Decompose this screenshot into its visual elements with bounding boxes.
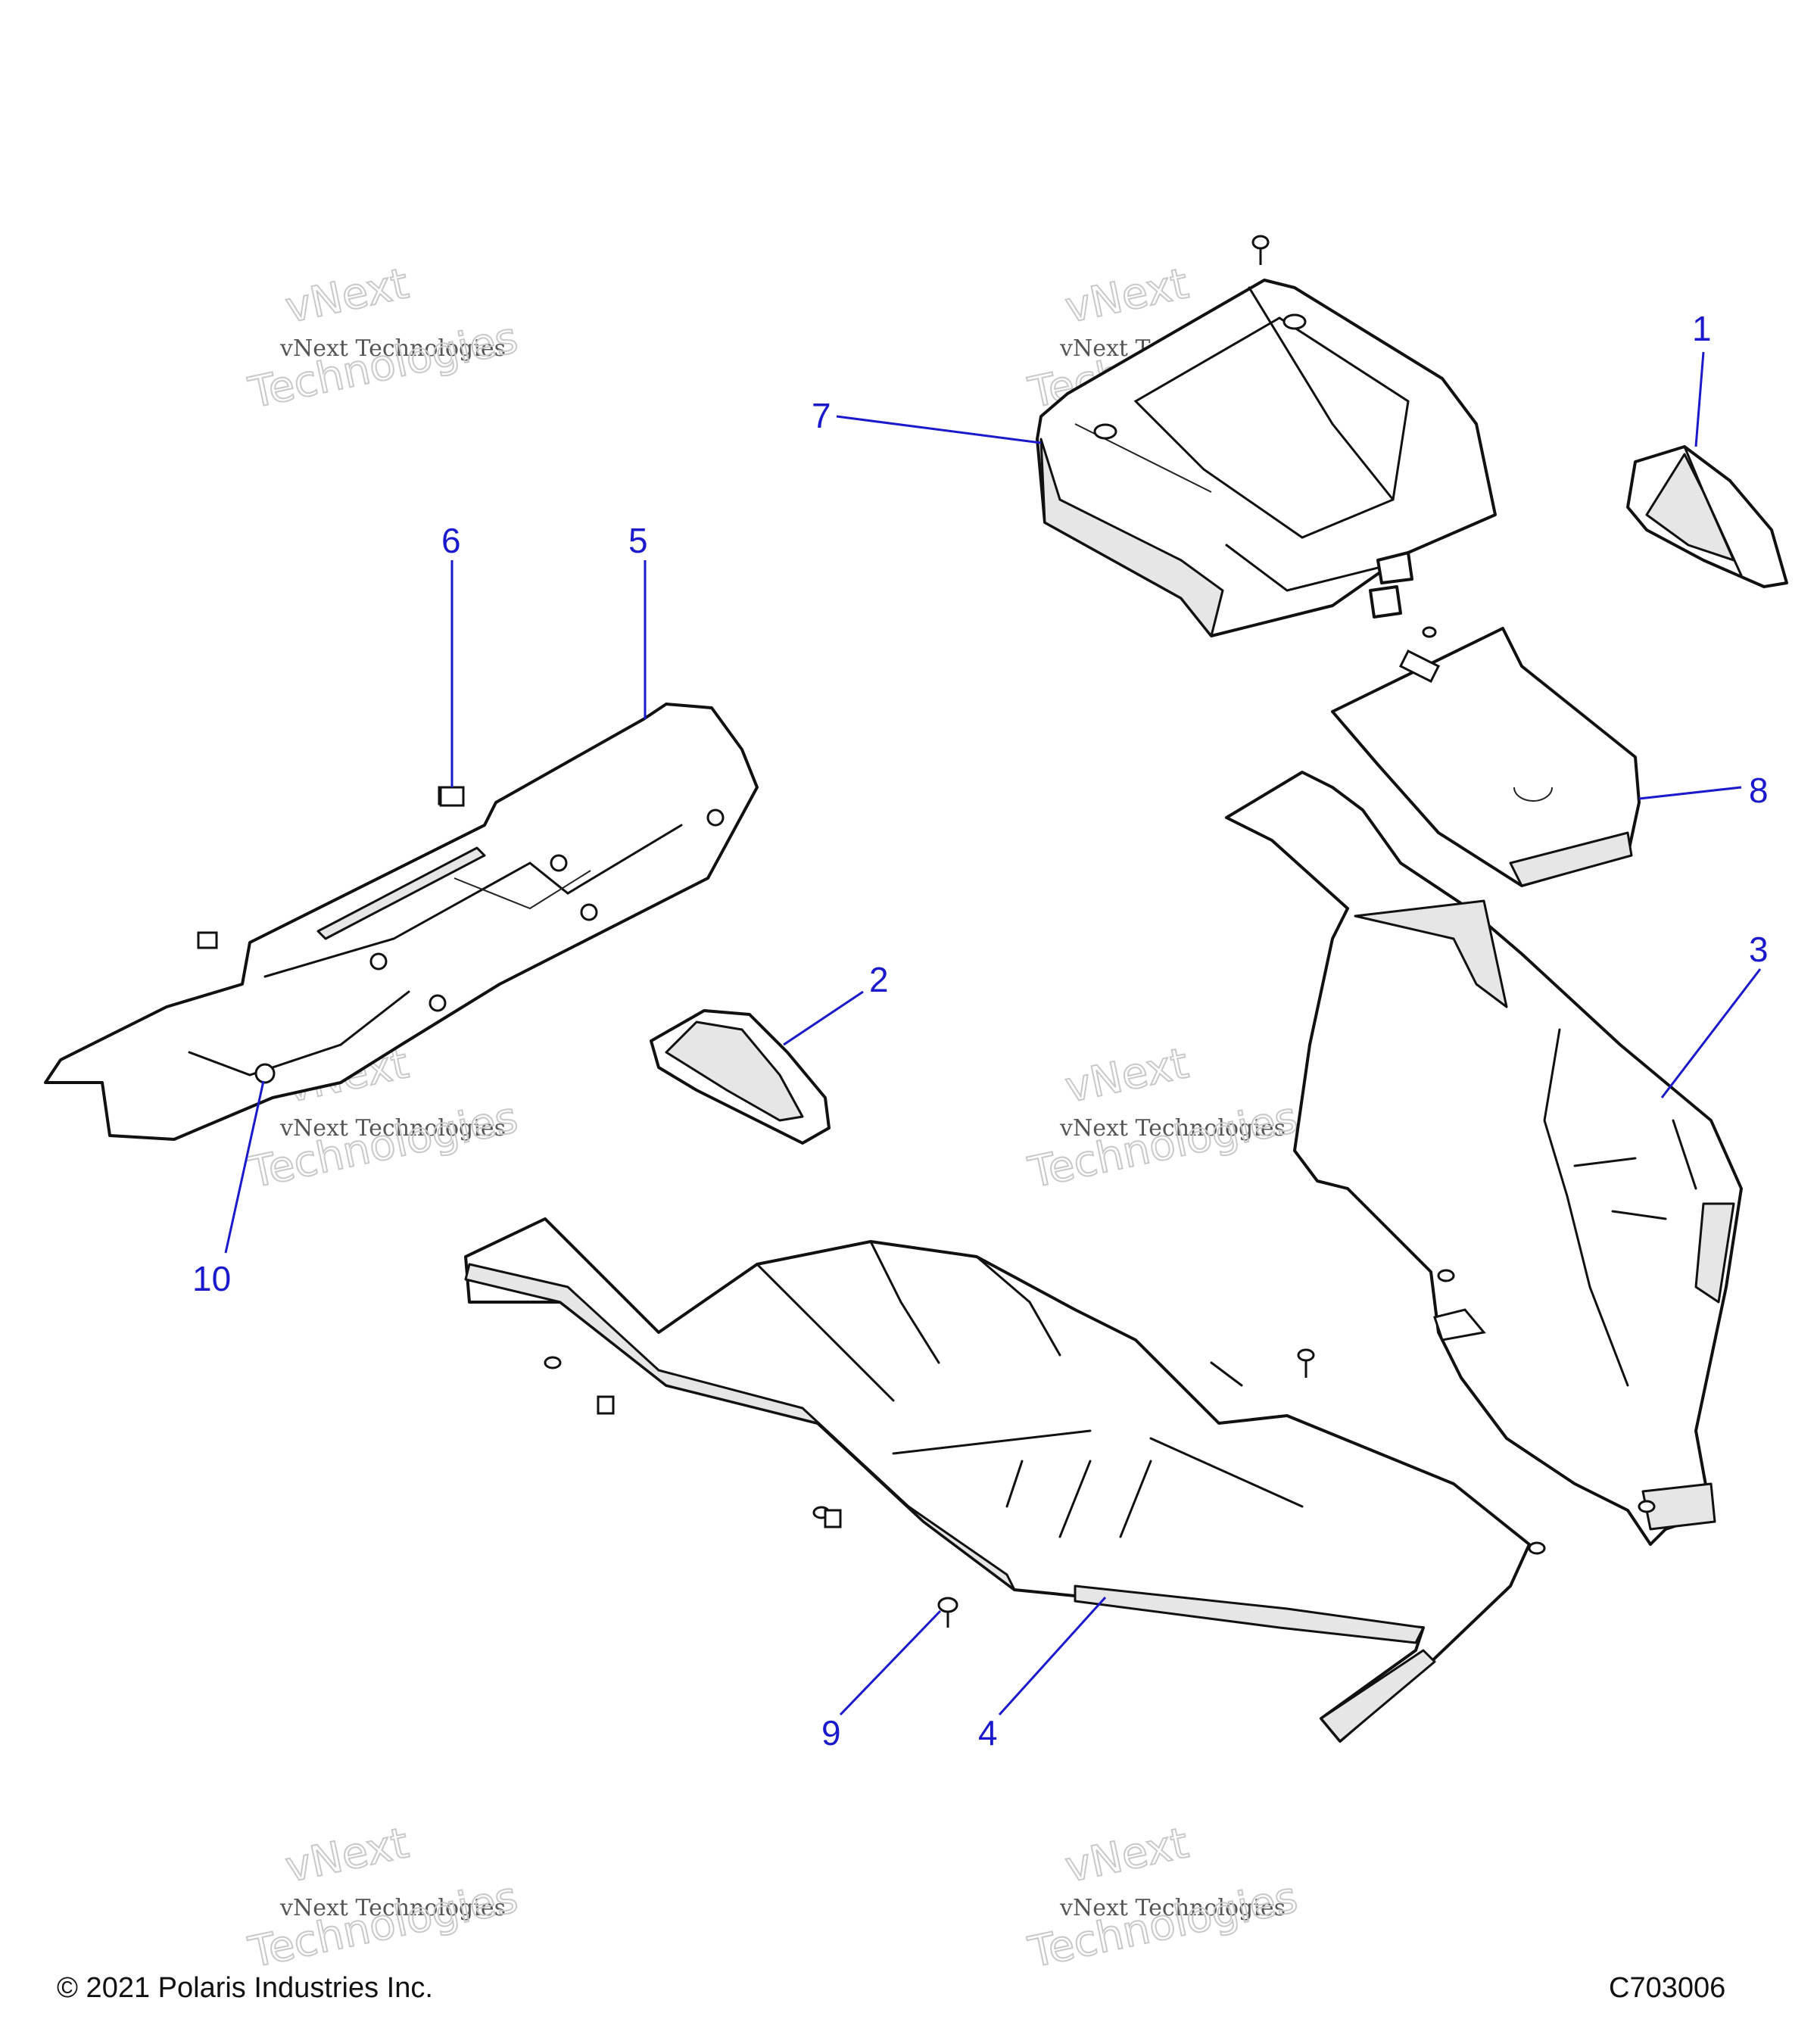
svg-text:Technologies: Technologies: [1024, 1093, 1301, 1198]
leader-4: [998, 1596, 1107, 1716]
leader-9: [839, 1609, 942, 1716]
part-7-hood-panel: [1036, 235, 1497, 637]
leader-lines: [224, 351, 1762, 1716]
watermark-top-left: vNext vNext Technologies Technologies: [244, 258, 522, 419]
part-4-lower-side-panel: [464, 1217, 1546, 1743]
watermark-bottom-left: vNext vNext Technologies Technologies: [244, 1818, 522, 1978]
part-1-duct: [1626, 445, 1788, 588]
callout-7: 7: [812, 396, 831, 435]
callout-5: 5: [628, 521, 648, 560]
svg-text:vNext Technologies: vNext Technologies: [279, 1895, 506, 1921]
svg-text:Technologies: Technologies: [245, 313, 522, 419]
svg-text:vNext: vNext: [1061, 259, 1193, 333]
watermark-mid-center: vNext vNext Technologies Technologies: [1024, 1038, 1302, 1198]
svg-text:vNext: vNext: [282, 1818, 413, 1893]
svg-text:vNext Technologies: vNext Technologies: [1059, 1115, 1286, 1142]
svg-text:Technologies: Technologies: [245, 1873, 522, 1978]
svg-text:Technologies: Technologies: [245, 1093, 522, 1198]
leader-10: [224, 1080, 265, 1254]
callout-9: 9: [821, 1713, 841, 1753]
leader-7: [836, 415, 1042, 444]
callout-3: 3: [1749, 930, 1769, 969]
leader-8: [1638, 786, 1742, 800]
watermark-bottom-center: vNext vNext Technologies Technologies: [1024, 1818, 1302, 1978]
leader-3: [1660, 968, 1762, 1098]
svg-text:vNext Technologies: vNext Technologies: [279, 335, 506, 362]
svg-text:vNext: vNext: [1061, 1818, 1193, 1893]
callout-2: 2: [869, 960, 889, 999]
part-9-fastener: [937, 1597, 958, 1628]
part-2-fender: [650, 1009, 831, 1145]
callouts: 1 2 3 4 5 6 7 8 9 10: [192, 309, 1769, 1753]
svg-text:vNext: vNext: [1061, 1039, 1193, 1113]
leader-2: [783, 990, 864, 1046]
svg-text:vNext: vNext: [282, 259, 413, 333]
part-3-side-body-panel: [1225, 771, 1743, 1546]
svg-text:Technologies: Technologies: [1024, 1873, 1301, 1978]
leader-1: [1694, 351, 1705, 447]
callout-8: 8: [1749, 771, 1769, 810]
part-8-side-panel: [1331, 626, 1641, 887]
callout-1: 1: [1692, 309, 1712, 348]
part-6-clip: [439, 786, 465, 807]
svg-text:vNext Technologies: vNext Technologies: [1059, 1895, 1286, 1921]
callout-6: 6: [441, 521, 461, 560]
callout-10: 10: [192, 1259, 231, 1298]
copyright-text: © 2021 Polaris Industries Inc.: [57, 1972, 433, 2004]
svg-text:vNext Technologies: vNext Technologies: [279, 1115, 506, 1142]
callout-4: 4: [978, 1713, 998, 1753]
diagram-code: C703006: [1609, 1972, 1726, 2004]
part-10-fastener: [254, 1063, 276, 1084]
